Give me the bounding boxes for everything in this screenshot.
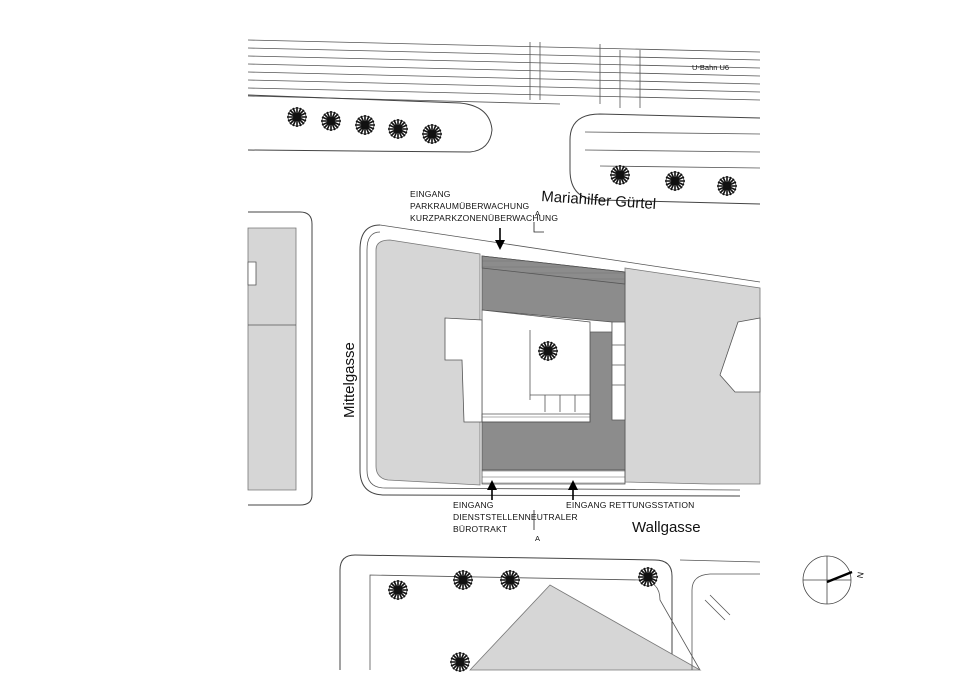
entrance-south-office: EINGANG DIENSTSTELLENNEUTRALER BÜROTRAKT	[453, 480, 578, 534]
rail-label: U-Bahn U6	[692, 63, 729, 72]
north-curb-east	[569, 113, 761, 205]
street-west-label: Mittelgasse	[341, 342, 358, 418]
courtyard-tree	[537, 340, 559, 362]
building-west	[375, 239, 481, 486]
svg-text:A: A	[535, 209, 540, 218]
svg-text:EINGANG: EINGANG	[453, 500, 494, 510]
west-block	[247, 211, 313, 506]
svg-text:DIENSTSTELLENNEUTRALER: DIENSTSTELLENNEUTRALER	[453, 512, 578, 522]
rail-corridor	[247, 39, 761, 108]
svg-text:A: A	[535, 534, 540, 543]
svg-text:KURZPARKZONENÜBERWACHUNG: KURZPARKZONENÜBERWACHUNG	[410, 213, 558, 223]
section-marker-top: A	[533, 209, 544, 233]
entrance-north: EINGANG PARKRAUMÜBERWACHUNG KURZPARKZONE…	[410, 189, 558, 250]
street-south-label: Wallgasse	[632, 519, 701, 536]
north-curb	[247, 94, 493, 153]
courtyard	[481, 309, 591, 423]
svg-text:PARKRAUMÜBERWACHUNG: PARKRAUMÜBERWACHUNG	[410, 201, 529, 211]
tree-row-north	[286, 106, 738, 197]
svg-text:BÜROTRAKT: BÜROTRAKT	[453, 524, 507, 534]
north-arrow-icon: N	[802, 555, 866, 605]
svg-text:EINGANG RETTUNGSSTATION: EINGANG RETTUNGSSTATION	[566, 500, 695, 510]
section-marker-bottom: A	[533, 510, 540, 543]
svg-text:N: N	[855, 571, 866, 579]
street-north-label: Mariahilfer Gürtel	[541, 188, 657, 213]
main-block-curb	[359, 224, 741, 497]
svg-text:EINGANG: EINGANG	[410, 189, 451, 199]
entrance-south-rescue: EINGANG RETTUNGSSTATION	[566, 480, 695, 510]
south-block	[339, 554, 761, 673]
